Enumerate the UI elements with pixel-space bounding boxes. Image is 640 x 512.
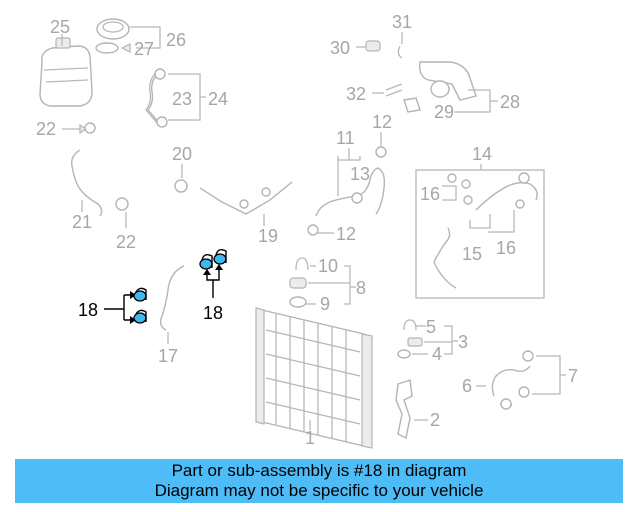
- callout-14: 14: [472, 144, 492, 164]
- banner-line-1: Part or sub-assembly is #18 in diagram: [171, 461, 467, 480]
- callout-28: 28: [500, 92, 520, 112]
- part-fitting-3: [407, 337, 423, 347]
- part-radiator: [255, 307, 373, 449]
- part-hose-23: [145, 68, 206, 128]
- callout-5: 5: [426, 317, 436, 337]
- callout-16-upper: 16: [420, 184, 440, 204]
- part-clamp-22-lower: [115, 197, 129, 228]
- part-group-14: [415, 169, 545, 299]
- callout-1: 1: [305, 428, 315, 448]
- callout-18-center: 18: [203, 303, 223, 323]
- part-bracket-2: [395, 379, 428, 440]
- part-coolant-pipe-19: [199, 181, 293, 226]
- callout-19: 19: [258, 226, 278, 246]
- part-hose-21: [71, 149, 103, 217]
- part-fitting-8: [289, 277, 307, 289]
- callout-3: 3: [458, 332, 468, 352]
- callout-21: 21: [72, 212, 92, 232]
- callout-12-lower: 12: [336, 224, 356, 244]
- callout-8: 8: [356, 278, 366, 298]
- callout-17: 17: [158, 346, 178, 366]
- callout-25: 25: [50, 17, 70, 37]
- part-coolant-reservoir: [39, 34, 93, 107]
- part-hose-11: [315, 167, 386, 217]
- callout-6: 6: [462, 376, 472, 396]
- callout-32: 32: [346, 84, 366, 104]
- callout-9: 9: [320, 294, 330, 314]
- info-banner: Part or sub-assembly is #18 in diagram D…: [15, 459, 623, 503]
- callout-11: 11: [336, 128, 355, 148]
- callout-26: 26: [166, 30, 186, 50]
- callout-2: 2: [430, 410, 440, 430]
- part-sensor-20: [174, 179, 188, 193]
- part-bracket-32: [385, 83, 403, 97]
- callout-13: 13: [350, 164, 370, 184]
- callout-22-upper: 22: [36, 119, 56, 139]
- part-clamp-5: [403, 319, 417, 331]
- callout-4: 4: [432, 344, 442, 364]
- callout-12-upper: 12: [372, 112, 392, 132]
- callout-31: 31: [392, 12, 412, 32]
- callout-22-lower: 22: [116, 232, 136, 252]
- part-clamp-18-left: [104, 287, 147, 324]
- callout-24: 24: [208, 89, 228, 109]
- callout-7: 7: [568, 366, 578, 386]
- part-clamp-12-lower: [307, 224, 319, 236]
- part-clip-31: [397, 45, 403, 59]
- callout-23: 23: [172, 89, 192, 109]
- callout-29: 29: [434, 102, 454, 122]
- banner-line-2: Diagram may not be specific to your vehi…: [154, 481, 484, 500]
- callout-15: 15: [462, 244, 482, 264]
- callout-18-left: 18: [78, 300, 98, 320]
- callout-20: 20: [172, 144, 192, 164]
- callout-30: 30: [330, 38, 350, 58]
- callout-16-lower: 16: [496, 238, 516, 258]
- part-reservoir-cap: [95, 18, 161, 54]
- part-seal-4: [397, 349, 411, 359]
- part-hose-17: [160, 265, 185, 344]
- part-hose-6: [491, 350, 566, 410]
- part-clamp-10: [295, 257, 309, 271]
- callout-10: 10: [318, 256, 338, 276]
- part-clamp-22-upper: [84, 122, 96, 134]
- part-clamp-18-center: [199, 248, 227, 298]
- part-thermostat-housing: [403, 61, 498, 113]
- part-seal-9: [289, 296, 307, 308]
- part-clamp-12-upper: [375, 146, 387, 158]
- part-fitting-30: [365, 40, 381, 52]
- callout-27: 27: [134, 39, 154, 59]
